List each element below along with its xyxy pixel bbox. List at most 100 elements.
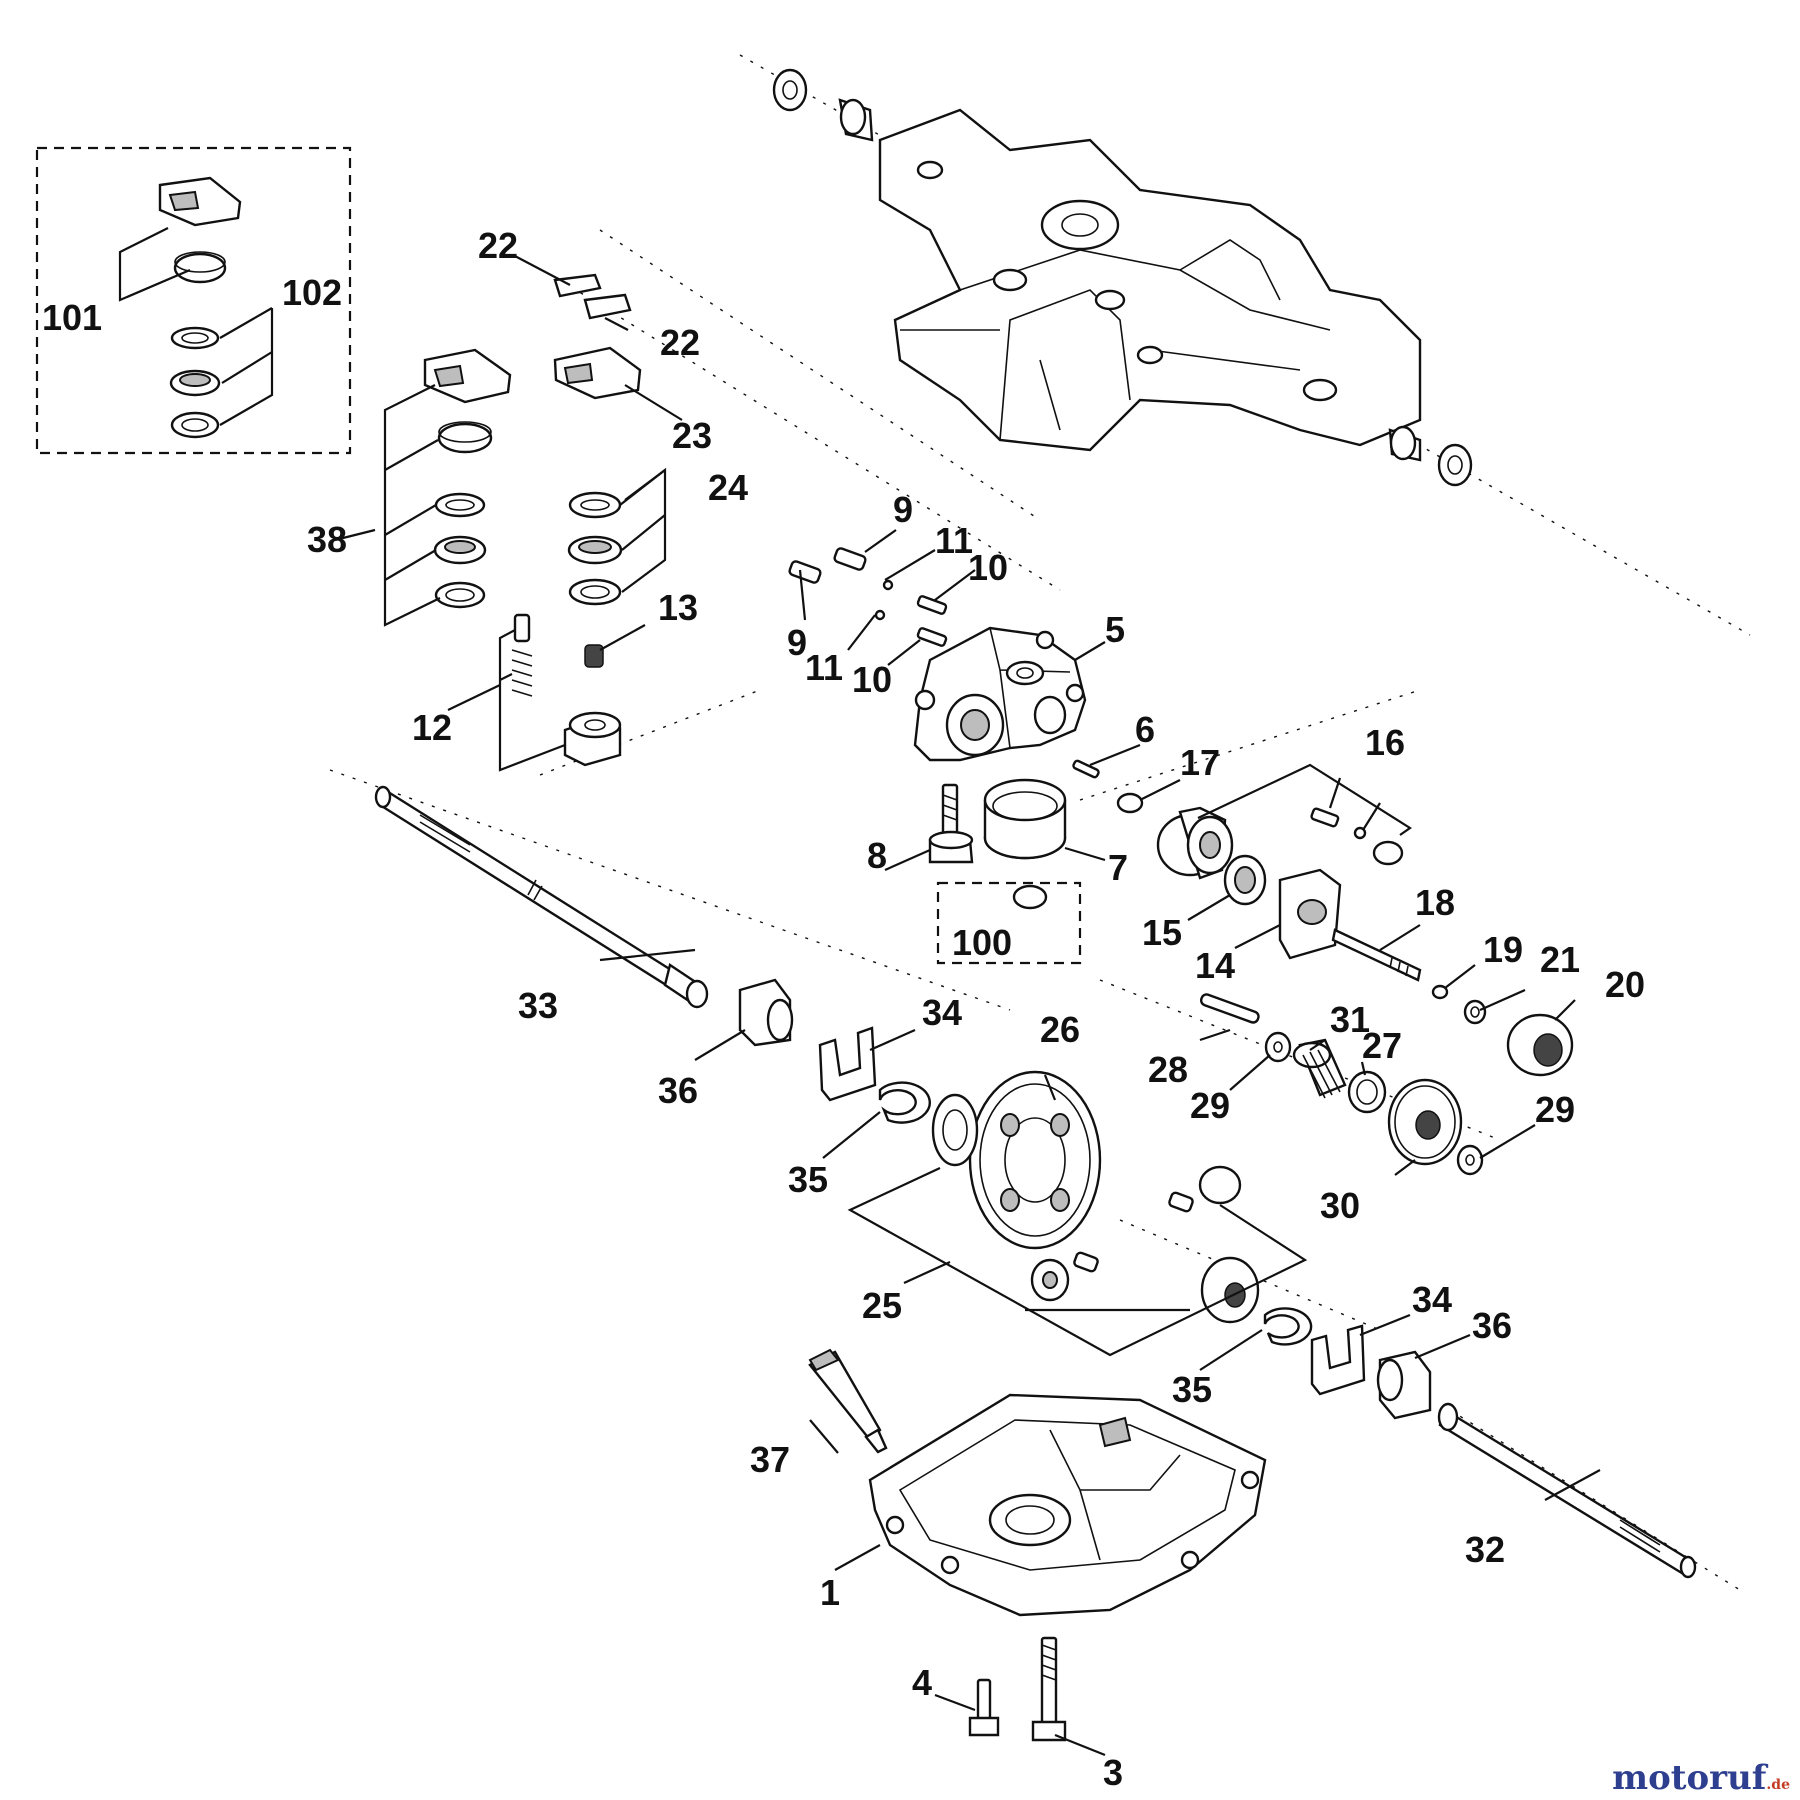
part-12-valve [498,613,622,772]
kit-leader-lines [118,227,274,426]
callout-21: 21 [1540,939,1580,980]
part-35-ring-b [1263,1307,1313,1346]
callout-3: 3 [1103,1752,1123,1793]
watermark-suffix: .de [1766,1777,1790,1793]
callout-22b: 22 [660,322,700,363]
part-36-bushing-a [738,978,794,1047]
part-31-pinion [1292,1038,1347,1099]
callout-34b: 34 [1412,1279,1452,1320]
callout-29a: 29 [1190,1085,1230,1126]
callout-15: 15 [1142,912,1182,953]
callout-11a: 11 [935,520,973,561]
callout-28: 28 [1148,1049,1188,1090]
callout-6: 6 [1135,709,1155,750]
callout-35a: 35 [788,1159,828,1200]
part-37-sealant-tube [808,1348,888,1454]
kit-101-102-parts [158,176,242,439]
part-30-gear [1387,1078,1463,1166]
callout-14: 14 [1195,945,1235,986]
part-7-ring [983,778,1067,860]
part-21-washer [1463,999,1487,1025]
callout-8: 8 [867,835,887,876]
part-14-bracket [1278,868,1342,960]
part-18-shaft [1331,928,1422,982]
part-29-washer-b [1456,1144,1484,1176]
callout-32: 32 [1465,1529,1505,1570]
callout-9b: 9 [787,622,807,663]
part-23-block [553,346,642,400]
part-15-bearing [1223,854,1267,906]
transmission-housing [878,108,1422,452]
callout-9a: 9 [893,489,913,530]
callout-31: 31 [1330,999,1370,1040]
part-100-box [936,881,1082,965]
callout-33: 33 [518,985,558,1026]
part-25-bevel-gears [847,1093,1308,1357]
part-4-bolt [968,1678,1000,1737]
part-17-washer [1116,792,1144,814]
callout-26: 26 [1040,1009,1080,1050]
callout-23: 23 [672,415,712,456]
callout-10b: 10 [852,659,892,700]
callout-labels: 101 102 22 22 23 24 38 13 12 9 11 10 9 1… [42,225,1645,1793]
part-5-pump-body [913,626,1087,762]
callout-7: 7 [1108,847,1128,888]
callout-5: 5 [1105,609,1125,650]
part-35-ring-a [878,1081,931,1124]
part-3-bolt [1031,1636,1067,1742]
part-34-clip-b [1310,1324,1366,1396]
callout-22a: 22 [478,225,518,266]
part-26-ring-gear [968,1070,1102,1250]
part-34-clip-a [818,1026,877,1102]
callout-38: 38 [307,519,347,560]
callout-37: 37 [750,1439,790,1480]
callout-36a: 36 [658,1070,698,1111]
callout-12: 12 [412,707,452,748]
callout-17: 17 [1180,742,1220,783]
kit-101-102-box [35,146,352,455]
part-22-shims [553,273,632,320]
callout-4: 4 [912,1662,932,1703]
axle-bushings [772,68,1473,487]
part-27-ring [1347,1070,1387,1114]
part-8-bolt [928,783,974,864]
part-38-stack [383,348,512,627]
part-24-stack [567,467,667,606]
part-13-spring [584,644,604,668]
watermark-text: motoruf [1612,1758,1767,1798]
callout-1: 1 [820,1572,840,1613]
callout-10a: 10 [968,547,1008,588]
part-19-clip [1431,984,1449,1000]
part-100-disc [1012,884,1048,910]
part-6-pin [1072,759,1100,779]
callout-101: 101 [42,297,102,338]
callout-36b: 36 [1472,1305,1512,1346]
part-36-bushing-b [1376,1350,1432,1420]
callout-25: 25 [862,1285,902,1326]
callout-13: 13 [658,587,698,628]
callout-102: 102 [282,272,342,313]
callout-19: 19 [1483,929,1523,970]
callout-29b: 29 [1535,1089,1575,1130]
part-20-gear [1506,1013,1574,1077]
callout-leader-lines [334,254,1601,1757]
part-16-rotor [1156,763,1412,880]
part-28-pin [1199,993,1260,1024]
part-9-10-11-fittings [788,547,948,647]
callout-20: 20 [1605,964,1645,1005]
callout-34a: 34 [922,992,962,1033]
callout-30: 30 [1320,1185,1360,1226]
part-29-washer-a [1264,1031,1292,1063]
callout-18: 18 [1415,882,1455,923]
watermark-logo: motoruf.de [1612,1758,1790,1798]
part-1-lower-case [868,1393,1267,1617]
callout-100: 100 [952,922,1012,963]
callout-16: 16 [1365,722,1405,763]
callout-24: 24 [708,467,748,508]
callout-27: 27 [1362,1025,1402,1066]
part-33-axle [374,785,709,1009]
callout-35b: 35 [1172,1369,1212,1410]
part-32-axle [1437,1402,1697,1579]
callout-11b: 11 [805,647,843,688]
